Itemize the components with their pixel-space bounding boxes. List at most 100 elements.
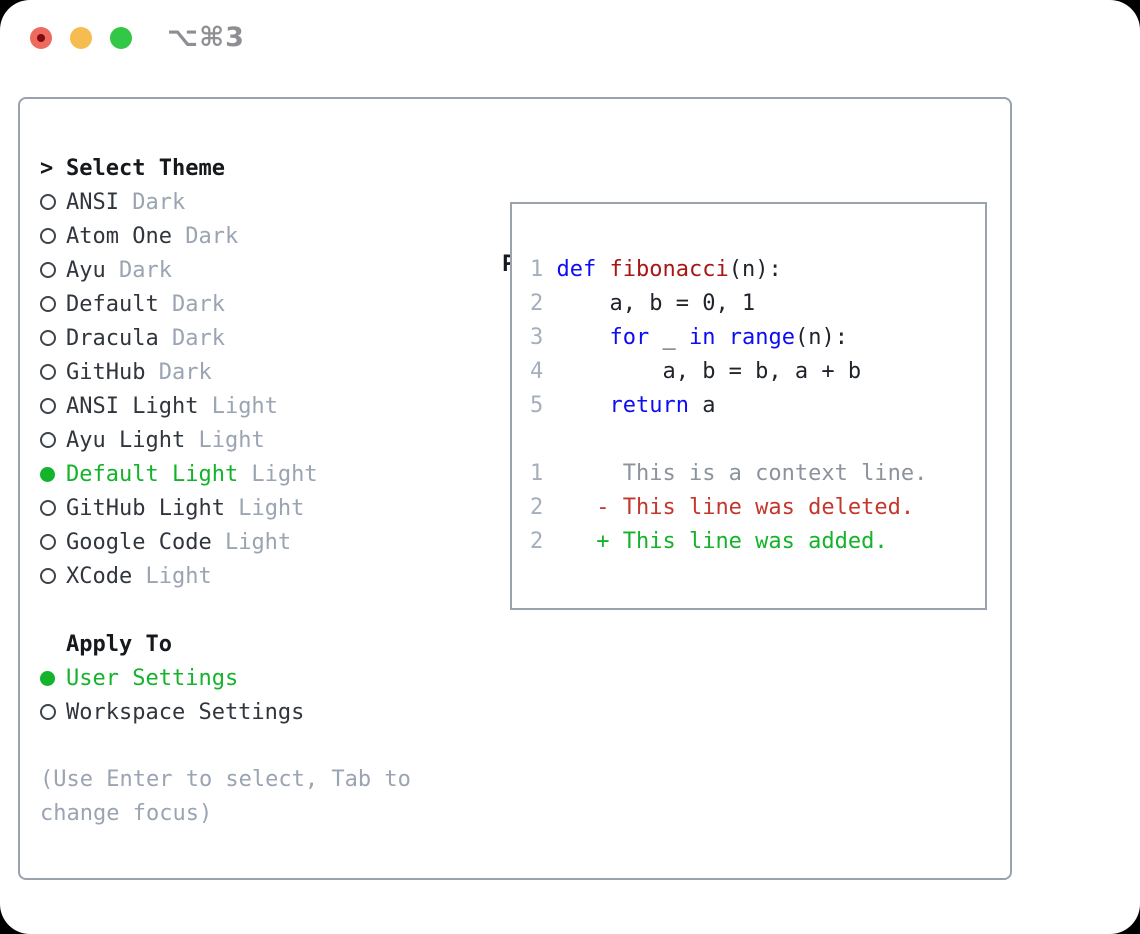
option-variant-label: Light — [211, 529, 292, 555]
window-title: ⌥⌘3 — [167, 22, 245, 53]
option-label: Default — [66, 291, 159, 317]
preview-pane: 1 def fibonacci(n): 2 a, b = 0, 1 3 for _ … — [510, 202, 987, 610]
option-variant-label: Dark — [158, 325, 225, 351]
line-number: 1 — [530, 461, 557, 486]
option-label: User Settings — [66, 665, 239, 691]
line-number — [530, 427, 543, 452]
code-segment-keyword: return — [609, 393, 689, 418]
radio-icon — [40, 704, 66, 720]
minimize-button[interactable] — [70, 27, 92, 49]
code-segment-plain — [557, 325, 610, 350]
radio-icon — [40, 398, 66, 414]
option-label: GitHub Light — [66, 495, 225, 521]
option-label: ANSI — [66, 189, 119, 215]
record-dot-icon — [37, 34, 45, 42]
option-variant-label: Dark — [145, 359, 212, 385]
preview-line: 3 for _ in range(n): — [530, 321, 985, 355]
theme-option-google-code[interactable]: Google Code Light — [40, 525, 470, 559]
code-segment-plain: a — [688, 393, 716, 418]
apply-to-title: Apply To — [66, 631, 172, 657]
option-variant-label: Dark — [118, 189, 186, 215]
radio-icon — [40, 500, 66, 516]
code-segment-added: + This line was added. — [556, 529, 888, 554]
zoom-button[interactable] — [110, 27, 132, 49]
line-number: 4 — [530, 359, 557, 384]
radio-icon — [40, 568, 66, 584]
radio-icon — [40, 296, 66, 312]
line-number: 2 — [530, 529, 557, 554]
line-number: 2 — [530, 495, 557, 520]
option-label: GitHub — [66, 359, 146, 385]
theme-option-default[interactable]: Default Dark — [40, 287, 470, 321]
select-theme-title: Select Theme — [66, 155, 225, 181]
option-variant-label: Light — [224, 495, 305, 521]
option-label: Atom One — [66, 223, 172, 249]
code-segment-context: This is a context line. — [556, 461, 928, 486]
radio-icon — [40, 432, 66, 448]
option-label: Workspace Settings — [66, 699, 305, 725]
theme-option-github-light[interactable]: GitHub Light Light — [40, 491, 470, 525]
option-variant-label: Light — [238, 461, 318, 487]
line-number: 3 — [530, 325, 557, 350]
preview-line — [530, 423, 985, 457]
code-segment-keyword: for — [609, 325, 650, 350]
line-number: 1 — [530, 257, 557, 282]
line-number: 2 — [530, 291, 557, 316]
radio-selected-icon — [40, 466, 66, 482]
theme-option-ansi-light[interactable]: ANSI Light Light — [40, 389, 470, 423]
theme-option-atom-one[interactable]: Atom One Dark — [40, 219, 470, 253]
theme-option-ansi[interactable]: ANSI Dark — [40, 185, 470, 219]
radio-icon — [40, 364, 66, 380]
apply-option-user-settings[interactable]: User Settings — [40, 661, 470, 695]
option-variant-label: Dark — [105, 257, 172, 283]
close-button[interactable] — [30, 27, 52, 49]
section-gap — [40, 593, 470, 627]
theme-option-xcode[interactable]: XCode Light — [40, 559, 470, 593]
option-label: Dracula — [66, 325, 159, 351]
radio-icon — [40, 194, 66, 210]
radio-icon — [40, 330, 66, 346]
radio-icon — [40, 534, 66, 550]
code-segment-keyword: range — [728, 325, 795, 350]
option-label: ANSI Light — [66, 393, 199, 419]
radio-icon — [40, 262, 66, 278]
line-number: 5 — [530, 393, 557, 418]
option-label: Ayu Light — [66, 427, 186, 453]
radio-selected-icon — [40, 670, 66, 686]
option-label: XCode — [66, 563, 133, 589]
code-segment-plain: (n): — [728, 257, 782, 282]
option-label: Default Light — [66, 461, 239, 487]
theme-option-ayu-light[interactable]: Ayu Light Light — [40, 423, 470, 457]
apply-to-header: Apply To — [40, 627, 470, 661]
code-segment-function: fibonacci — [609, 257, 729, 282]
preview-line: 5 return a — [530, 389, 985, 423]
code-segment-plain — [557, 393, 610, 418]
code-segment-deleted: - This line was deleted. — [556, 495, 915, 520]
usage-hint: (Use Enter to select, Tab to change focu… — [40, 767, 411, 826]
option-variant-label: Light — [132, 563, 212, 589]
apply-option-workspace-settings[interactable]: Workspace Settings — [40, 695, 470, 729]
prompt-caret-icon: > — [40, 155, 54, 181]
option-variant-label: Dark — [171, 223, 239, 249]
option-label: Google Code — [66, 529, 212, 555]
code-segment-plain: (n): — [794, 325, 848, 350]
theme-option-ayu[interactable]: Ayu Dark — [40, 253, 470, 287]
theme-option-default-light[interactable]: Default Light Light — [40, 457, 470, 491]
option-variant-label: Light — [185, 427, 265, 453]
theme-option-github[interactable]: GitHub Dark — [40, 355, 470, 389]
code-segment-plain: a, b = 0, 1 — [556, 291, 756, 316]
radio-icon — [40, 228, 66, 244]
code-segment-plain: a, b = b, a + b — [556, 359, 862, 384]
preview-line: 1 def fibonacci(n): — [530, 253, 985, 287]
preview-line: 2 - This line was deleted. — [530, 491, 985, 525]
theme-option-dracula[interactable]: Dracula Dark — [40, 321, 470, 355]
option-variant-label: Light — [198, 393, 278, 419]
preview-line: 2 + This line was added. — [530, 525, 985, 559]
code-segment-plain: _ — [649, 325, 689, 350]
option-variant-label: Dark — [158, 291, 225, 317]
option-label: Ayu — [66, 257, 106, 283]
